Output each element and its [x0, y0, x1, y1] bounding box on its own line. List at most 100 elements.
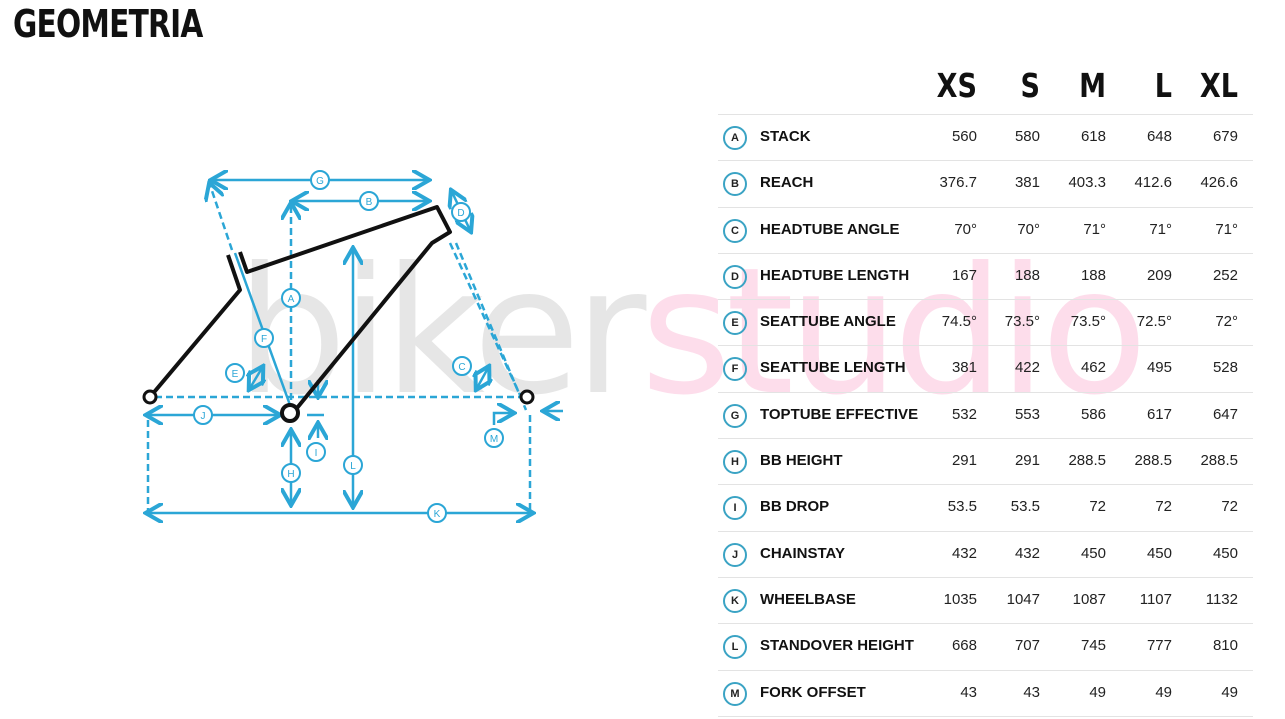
marker-j: J — [193, 405, 213, 425]
row-label: BB DROP — [760, 498, 830, 516]
row-value: 745 — [1080, 637, 1106, 655]
row-value: 403.3 — [1068, 174, 1106, 192]
row-value: 72.5° — [1136, 313, 1172, 331]
svg-text:L: L — [350, 461, 356, 472]
row-value: 432 — [1014, 544, 1040, 562]
row-label: SEATTUBE ANGLE — [760, 313, 896, 331]
row-value: 72 — [1089, 498, 1106, 516]
row-value: 1047 — [1006, 590, 1040, 608]
marker-i: I — [306, 442, 326, 462]
row-value: 49 — [1089, 683, 1106, 701]
marker-h: H — [281, 463, 301, 483]
size-header: XS S M L XL — [718, 62, 1253, 114]
row-label: FORK OFFSET — [760, 683, 866, 701]
row-value: 49 — [1221, 683, 1238, 701]
row-label: WHEELBASE — [760, 590, 856, 608]
row-key-badge: L — [723, 635, 747, 660]
row-key-badge: G — [723, 403, 747, 428]
row-value: 288.5 — [1068, 452, 1106, 470]
marker-c: C — [452, 356, 472, 376]
row-value: 426.6 — [1200, 174, 1238, 192]
row-label: REACH — [760, 174, 814, 192]
row-value: 381 — [1014, 174, 1040, 192]
geometry-diagram: G B D A F E C J I H L M K — [142, 170, 563, 523]
row-value: 450 — [1212, 544, 1238, 562]
row-value: 432 — [951, 544, 977, 562]
svg-text:B: B — [366, 197, 373, 208]
row-key-badge: M — [723, 681, 747, 706]
row-value: 72 — [1155, 498, 1172, 516]
row-key-badge: F — [723, 357, 747, 382]
row-value: 71° — [1149, 220, 1172, 238]
row-value: 74.5° — [941, 313, 977, 331]
row-key-badge: C — [723, 218, 747, 243]
svg-text:J: J — [201, 411, 206, 422]
row-label: BB HEIGHT — [760, 452, 843, 470]
marker-l: L — [343, 455, 363, 475]
page-title: GEOMETRIA — [13, 2, 203, 46]
row-value: 777 — [1146, 637, 1172, 655]
marker-a: A — [281, 288, 301, 308]
row-value: 73.5° — [1070, 313, 1106, 331]
svg-text:C: C — [458, 362, 465, 373]
diagram-markers: G B D A F E C J I H L M K — [193, 170, 504, 523]
svg-text:I: I — [315, 448, 318, 459]
row-key-badge: K — [723, 588, 747, 613]
row-key-badge: B — [723, 172, 747, 197]
row-value: 209 — [1146, 266, 1172, 284]
marker-e: E — [225, 363, 245, 383]
row-key-badge: E — [723, 311, 747, 336]
row-key-badge: H — [723, 450, 747, 475]
row-value: 668 — [951, 637, 977, 655]
size-s: S — [1020, 66, 1040, 105]
row-key-badge: I — [723, 496, 747, 521]
row-value: 553 — [1014, 405, 1040, 423]
row-value: 70° — [954, 220, 977, 238]
bottom-bracket — [280, 403, 300, 423]
svg-text:K: K — [434, 509, 441, 520]
row-value: 288.5 — [1200, 452, 1238, 470]
size-l: L — [1154, 66, 1172, 105]
row-value: 810 — [1212, 637, 1238, 655]
row-value: 450 — [1146, 544, 1172, 562]
row-label: STACK — [760, 128, 811, 145]
row-value: 167 — [951, 266, 977, 284]
size-m: M — [1079, 66, 1106, 105]
row-value: 450 — [1080, 544, 1106, 562]
row-value: 252 — [1212, 266, 1238, 284]
row-value: 617 — [1146, 405, 1172, 423]
row-value: 560 — [951, 128, 977, 145]
row-value: 532 — [951, 405, 977, 423]
row-value: 43 — [1023, 683, 1040, 701]
row-value: 707 — [1014, 637, 1040, 655]
row-value: 70° — [1017, 220, 1040, 238]
row-value: 72 — [1221, 498, 1238, 516]
svg-text:A: A — [288, 294, 295, 305]
row-value: 1035 — [943, 590, 977, 608]
marker-b: B — [359, 191, 379, 211]
row-value: 53.5 — [1010, 498, 1040, 516]
row-value: 462 — [1080, 359, 1106, 377]
row-value: 188 — [1080, 266, 1106, 284]
row-value: 291 — [1014, 452, 1040, 470]
row-value: 412.6 — [1134, 174, 1172, 192]
row-key-badge: D — [723, 264, 747, 289]
svg-text:D: D — [457, 208, 464, 219]
table-row: L STANDOVER HEIGHT 668 707 745 777 810 — [718, 623, 1253, 669]
size-xl: XL — [1199, 66, 1238, 105]
row-value: 291 — [951, 452, 977, 470]
svg-text:M: M — [490, 434, 498, 445]
row-value: 647 — [1212, 405, 1238, 423]
marker-m: M — [484, 428, 504, 448]
marker-d: D — [451, 202, 471, 222]
row-label: STANDOVER HEIGHT — [760, 637, 914, 655]
